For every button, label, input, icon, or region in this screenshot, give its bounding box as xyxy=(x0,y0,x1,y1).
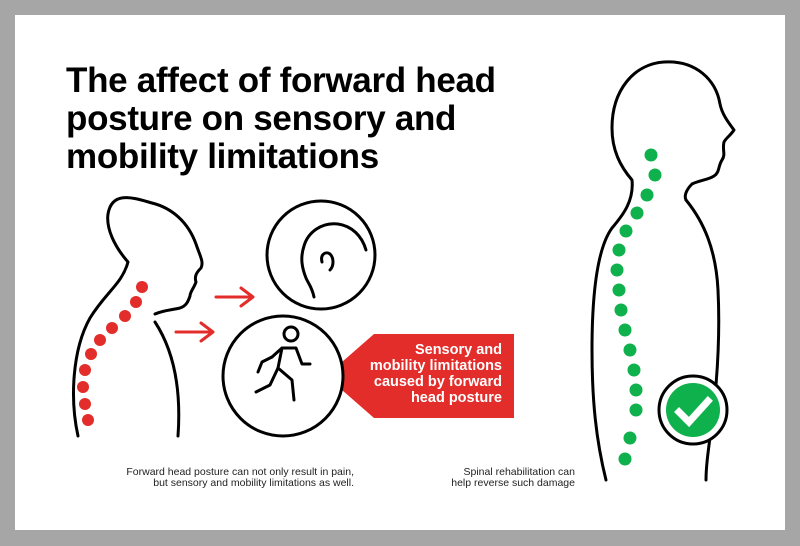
callout-line-4: head posture xyxy=(410,390,502,406)
caption-left-line-1: Forward head posture can not only result… xyxy=(126,466,354,478)
forward-head-posture-silhouette xyxy=(72,196,204,438)
title-line-3: mobility limitations xyxy=(66,137,379,176)
head-profile-icon xyxy=(300,222,368,299)
upright-posture-silhouette xyxy=(590,60,736,482)
caption-left-line-2: but sensory and mobility limitations as … xyxy=(153,477,354,489)
caption-right-line-1: Spinal rehabilitation can xyxy=(463,466,576,478)
right-arrow-icon-2 xyxy=(174,321,215,343)
caption-left: Forward head posture can not only result… xyxy=(110,467,354,489)
callout-line-3: caused by forward xyxy=(373,374,502,390)
sensory-circle xyxy=(265,199,377,311)
caption-right-line-2: help reverse such damage xyxy=(451,477,575,489)
mobility-circle xyxy=(221,314,345,438)
callout-shape xyxy=(326,334,514,418)
callout-line-2: mobility limitations xyxy=(369,358,502,374)
callout-label: Sensory and mobility limitations caused … xyxy=(352,342,502,406)
infographic-panel xyxy=(15,15,785,530)
caption-right: Spinal rehabilitation can help reverse s… xyxy=(440,467,575,489)
running-person-icon xyxy=(254,325,312,402)
checkmark-badge xyxy=(657,374,729,446)
title-line-2: posture on sensory and xyxy=(66,99,457,138)
page-title: The affect of forward head posture on se… xyxy=(66,62,586,176)
title-line-1: The affect of forward head xyxy=(66,61,496,100)
right-arrow-icon xyxy=(214,286,255,308)
forward-head-spine-dots xyxy=(77,281,148,426)
callout-line-1: Sensory and xyxy=(414,342,502,358)
checkmark-icon xyxy=(674,396,713,428)
upright-spine-dots xyxy=(610,148,662,466)
